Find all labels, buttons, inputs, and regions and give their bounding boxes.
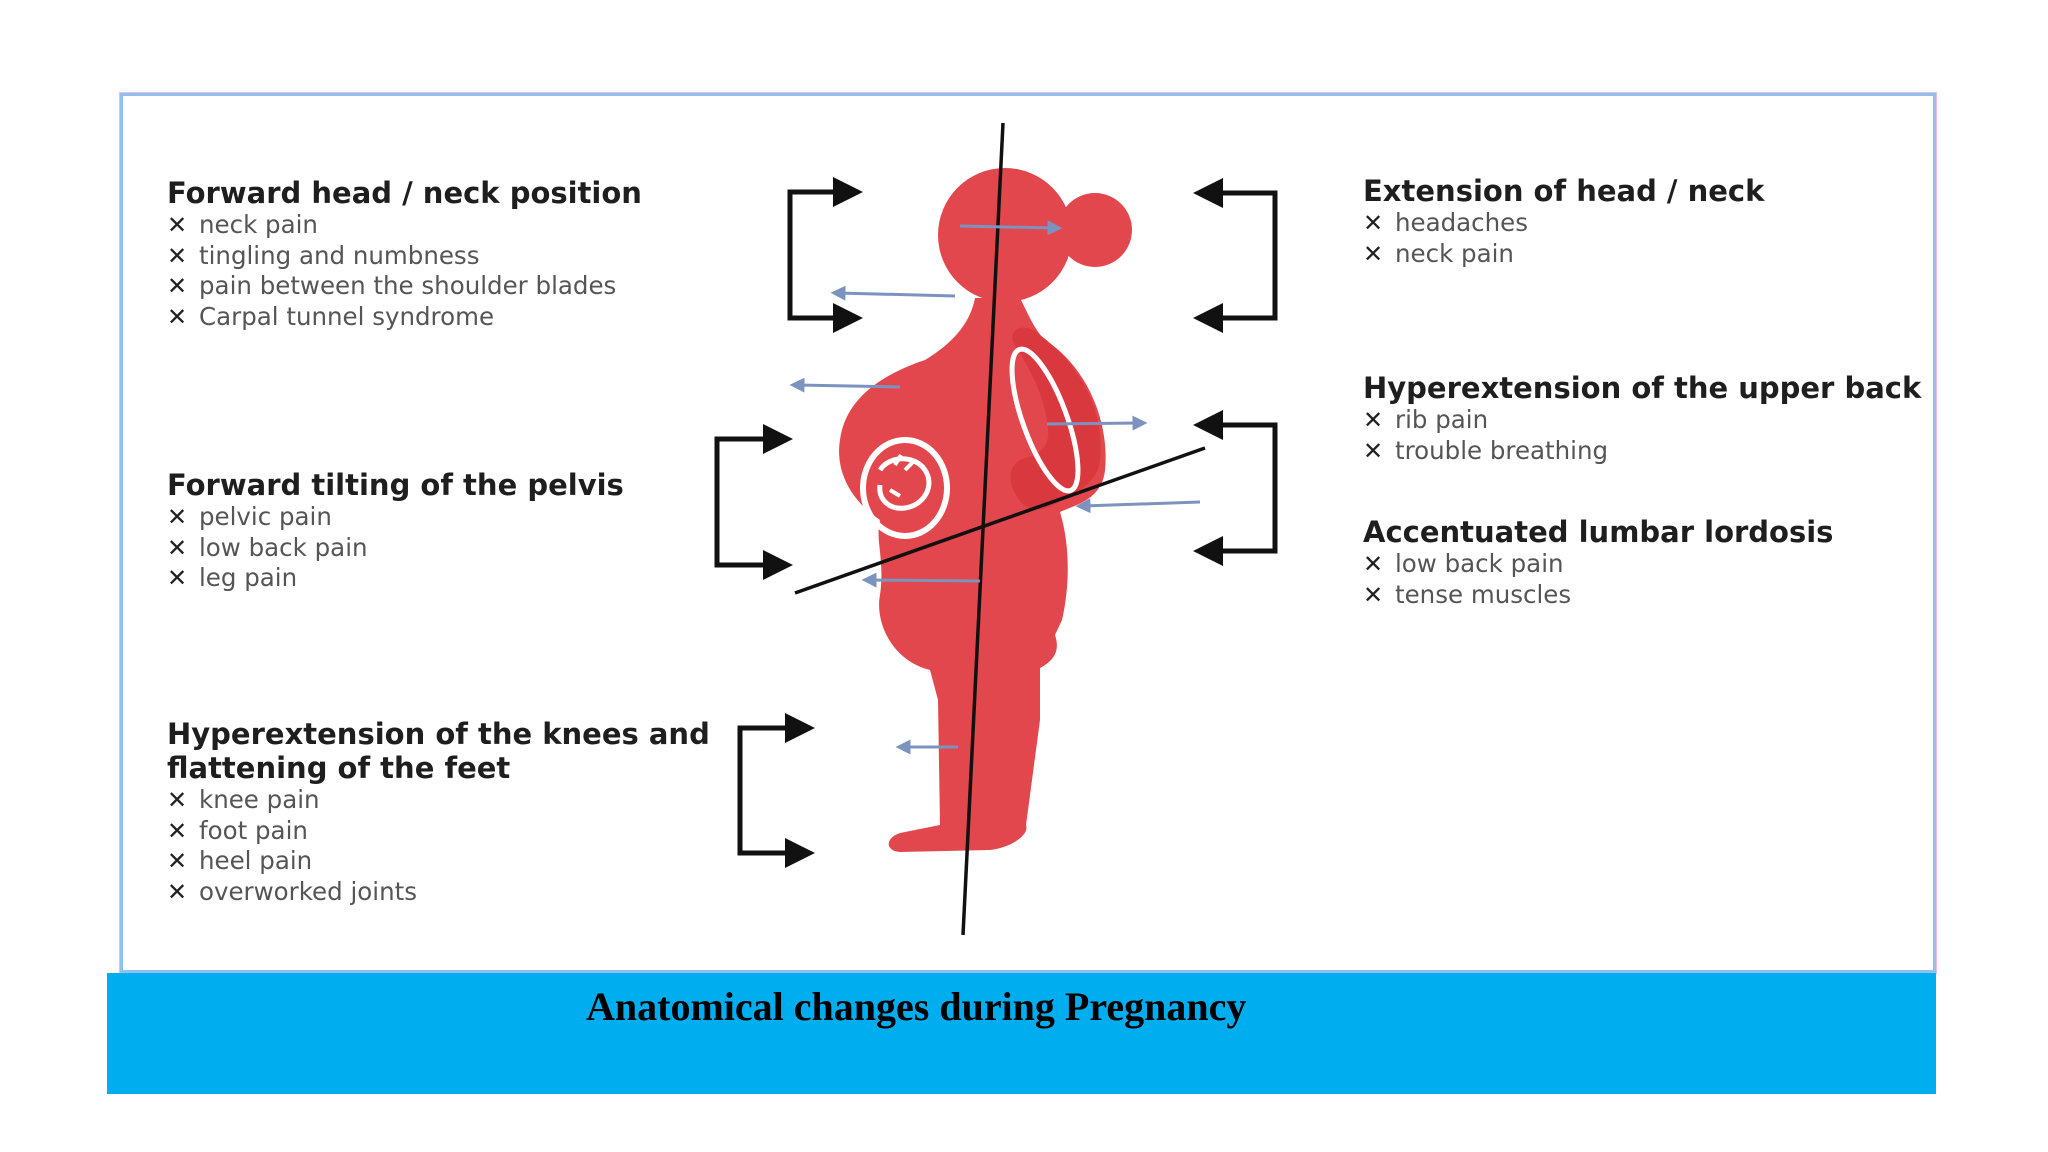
group-heading: Hyperextension of the upper back <box>1363 371 1922 405</box>
list-item: ✕headaches <box>1363 208 1529 237</box>
list-item: ✕tense muscles <box>1363 579 1572 609</box>
group-heading: Accentuated lumbar lordosis <box>1363 515 1834 549</box>
symptom-list: ✕low back pain ✕tense muscles <box>1363 549 1833 610</box>
symptom-list: ✕neck pain ✕tingling and numbness ✕pain … <box>167 210 642 332</box>
x-mark-icon: ✕ <box>1363 436 1384 465</box>
posture-arrow-neck <box>830 285 956 301</box>
posture-arrow-chest <box>789 377 901 393</box>
bracket-arrow-head-right <box>1193 190 1278 333</box>
x-mark-icon: ✕ <box>167 272 188 300</box>
posture-arrow-lumbar <box>1075 498 1201 514</box>
group-heading: Hyperextension of the knees and flatteni… <box>167 717 710 785</box>
x-mark-icon: ✕ <box>1363 406 1384 434</box>
group-upper-back: Hyperextension of the upper back ✕rib pa… <box>1363 371 1921 466</box>
x-mark-icon: ✕ <box>167 877 188 906</box>
caption-bar <box>107 973 1936 1094</box>
body-axis-lines <box>794 122 1206 936</box>
list-item: ✕low back pain <box>167 532 368 562</box>
x-mark-icon: ✕ <box>167 786 188 814</box>
x-mark-icon: ✕ <box>167 847 188 875</box>
posture-arrow-pelvis <box>861 572 981 588</box>
bracket-arrow-neck-left <box>787 189 863 333</box>
list-item: ✕overworked joints <box>167 876 417 906</box>
group-heading: Forward tilting of the pelvis <box>167 468 624 502</box>
x-mark-icon: ✕ <box>1363 550 1384 578</box>
list-item: ✕pelvic pain <box>167 502 332 531</box>
bracket-arrow-back-right <box>1193 422 1278 566</box>
figure-caption: Anatomical changes during Pregnancy <box>586 984 1247 1029</box>
arm-outline-shape <box>1009 346 1081 494</box>
group-forward-tilt-pelvis: Forward tilting of the pelvis ✕pelvic pa… <box>167 468 624 594</box>
group-extension-head: Extension of head / neck ✕headaches ✕nec… <box>1363 174 1764 269</box>
list-item: ✕tingling and numbness <box>167 240 480 270</box>
x-mark-icon: ✕ <box>167 503 188 531</box>
list-item: ✕pain between the shoulder blades <box>167 271 617 300</box>
x-mark-icon: ✕ <box>167 302 188 331</box>
list-item: ✕low back pain <box>1363 549 1564 578</box>
posture-arrow-head <box>959 220 1063 236</box>
list-item: ✕leg pain <box>167 563 298 592</box>
head-shape <box>938 168 1072 302</box>
list-item: ✕heel pain <box>167 846 313 875</box>
x-mark-icon: ✕ <box>167 241 188 270</box>
list-item: ✕rib pain <box>1363 405 1489 434</box>
x-mark-icon: ✕ <box>1363 580 1384 609</box>
symptom-list: ✕headaches ✕neck pain <box>1363 208 1764 269</box>
group-forward-head: Forward head / neck position ✕neck pain … <box>167 176 642 332</box>
list-item: ✕Carpal tunnel syndrome <box>167 301 495 331</box>
bracket-arrow-knee-left <box>737 725 815 868</box>
fetus-icon <box>860 437 950 539</box>
group-heading: Forward head / neck position <box>167 176 642 210</box>
x-mark-icon: ✕ <box>167 533 188 562</box>
list-item: ✕neck pain <box>167 210 318 239</box>
list-item: ✕foot pain <box>167 815 308 845</box>
x-mark-icon: ✕ <box>1363 209 1384 237</box>
posture-arrows <box>789 220 1201 755</box>
body-shape <box>839 298 1106 852</box>
list-item: ✕knee pain <box>167 785 320 814</box>
posture-arrow-back <box>1046 415 1148 431</box>
hair-bun-shape <box>1058 193 1132 267</box>
pelvis-tilt-line <box>794 446 1206 595</box>
symptom-list: ✕knee pain ✕foot pain ✕heel pain ✕overwo… <box>167 785 727 907</box>
symptom-list: ✕rib pain ✕trouble breathing <box>1363 405 1921 466</box>
bracket-arrow-pelvis-left <box>714 436 793 580</box>
x-mark-icon: ✕ <box>167 816 188 845</box>
group-knees-feet: Hyperextension of the knees and flatteni… <box>167 717 727 907</box>
list-item: ✕trouble breathing <box>1363 435 1609 465</box>
woman-silhouette <box>839 168 1132 852</box>
list-item: ✕neck pain <box>1363 238 1514 268</box>
symptom-list: ✕pelvic pain ✕low back pain ✕leg pain <box>167 502 624 594</box>
x-mark-icon: ✕ <box>167 211 188 239</box>
vertical-axis-line <box>961 122 1005 936</box>
x-mark-icon: ✕ <box>1363 239 1384 268</box>
group-heading: Extension of head / neck <box>1363 174 1765 208</box>
group-lumbar-lordosis: Accentuated lumbar lordosis ✕low back pa… <box>1363 515 1833 610</box>
x-mark-icon: ✕ <box>167 564 188 592</box>
bracket-arrows <box>714 177 1278 868</box>
